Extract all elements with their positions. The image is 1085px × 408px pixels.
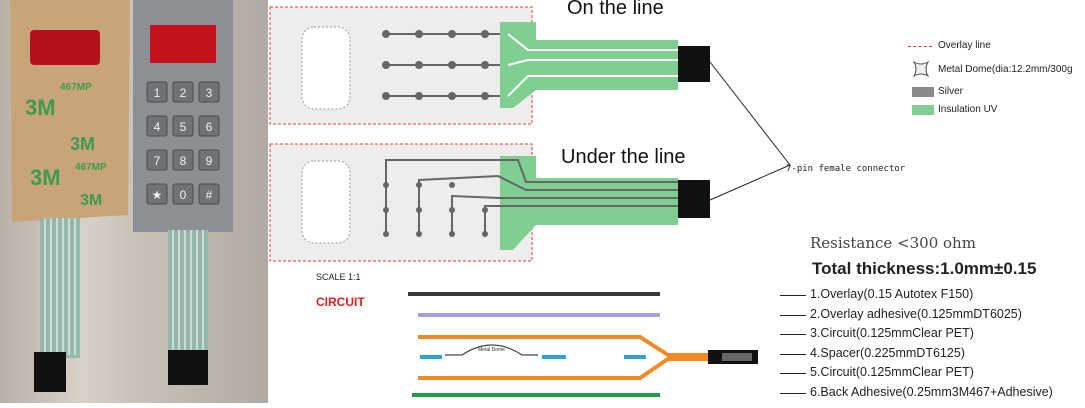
top-insulation-uv: [500, 22, 678, 108]
keypad-key-label: 2: [180, 86, 187, 100]
legend: Overlay line Metal Dome(dia:12.2mm/300g …: [906, 38, 1081, 120]
keypad-key: [198, 81, 220, 103]
adhesive-code-2: 467MP: [75, 162, 107, 173]
keypad-key: [146, 115, 168, 137]
circuit-label: CIRCUIT: [316, 295, 365, 309]
keypad-key: [198, 183, 220, 205]
stack-connector-pins: [722, 353, 752, 361]
layer-detail: (0.15 Autotex F150): [863, 287, 974, 301]
keypad-key-label: 3: [206, 86, 213, 100]
right-connector: [168, 350, 208, 385]
layer-circuit-bottom: [418, 357, 708, 380]
layer-detail: (0.25mm3M467+Adhesive): [902, 384, 1053, 399]
layer-detail: (0.125mmClear PET): [855, 326, 974, 340]
top-title: On the line: [567, 0, 664, 19]
connector-label: 7-pin female connector: [786, 164, 906, 174]
keypad-key: [172, 183, 194, 205]
left-connector: [34, 352, 66, 392]
metal-dome-icon: [912, 60, 930, 78]
adhesive-print-4: 3M: [80, 192, 102, 209]
thickness-prefix: Total thickness:: [812, 259, 941, 278]
insulation-swatch: [912, 105, 934, 115]
layer-detail: (0.125mmDT6025): [917, 306, 1022, 321]
bottom-connector: [678, 180, 710, 218]
keypad-key-label: 5: [180, 120, 187, 134]
layer-leader-line: [780, 314, 806, 316]
layer-label: 4.Spacer(0.225mmDT6125): [810, 345, 965, 360]
layer-leader-line: [780, 353, 806, 355]
layer-label: 2.Overlay adhesive(0.125mmDT6025): [810, 306, 1022, 321]
legend-label: Insulation UV: [938, 104, 998, 115]
metal-dome-label: Metal Dome: [478, 347, 505, 353]
metal-dome-shape: [445, 344, 538, 356]
keypad-key-label: 8: [180, 154, 187, 168]
legend-label: Metal Dome(dia:12.2mm/300g: [938, 64, 1073, 75]
keypad-key: [172, 81, 194, 103]
top-connector: [678, 46, 710, 82]
product-photo-illustration: 3M 3M 3M 3M 467MP 467MP 1 2 3 4 5 6 7 8 9 ★ 0 #: [10, 0, 233, 392]
overlay-line-swatch: [908, 46, 932, 47]
bottom-title: Under the line: [561, 146, 686, 168]
keypad-key: [198, 115, 220, 137]
product-photo: 3M 3M 3M 3M 467MP 467MP 1 2 3 4 5 6 7 8 9 ★ 0 #: [0, 0, 268, 403]
adhesive-code-1: 467MP: [60, 82, 92, 93]
keypad-key-label: #: [206, 188, 213, 202]
bottom-insulation-uv: [500, 156, 678, 250]
bottom-display-cutout: [301, 160, 351, 244]
layer-label: 3.Circuit(0.125mmClear PET): [810, 326, 974, 340]
layer-label: 6.Back Adhesive(0.25mm3M467+Adhesive): [810, 384, 1053, 399]
adhesive-print-1: 3M: [25, 95, 56, 120]
legend-item-metal-dome: Metal Dome(dia:12.2mm/300g: [906, 58, 1081, 84]
left-display-window: [30, 30, 100, 65]
keypad-key-label: 0: [180, 188, 187, 202]
legend-label: Silver: [938, 86, 964, 97]
layer-leader-line: [780, 295, 806, 296]
keypad-key: [172, 115, 194, 137]
layer-detail: (0.125mmClear PET): [855, 365, 974, 379]
layer-stack-diagram: Metal Dome: [408, 292, 758, 397]
keypad-key-label: 7: [154, 154, 161, 168]
circuit-schematics: [269, 6, 791, 262]
total-thickness: Total thickness:1.0mm±0.15: [812, 259, 1036, 279]
keypad-key: [146, 149, 168, 171]
keypad-key-label: 6: [206, 120, 213, 134]
adhesive-print-3: 3M: [30, 165, 61, 190]
layer-leader-line: [780, 373, 806, 374]
keypad-key: [146, 183, 168, 205]
legend-item-silver: Silver: [906, 84, 1081, 102]
layer-label: 5.Circuit(0.125mmClear PET): [810, 365, 974, 379]
keypad-key: [146, 81, 168, 103]
layer-label: 1.Overlay(0.15 Autotex F150): [810, 287, 974, 301]
scale-label: SCALE 1:1: [316, 272, 361, 282]
top-display-cutout: [301, 26, 351, 110]
layer-detail: (0.225mmDT6125): [860, 345, 965, 360]
layer-circuit-top: [418, 335, 708, 357]
legend-item-overlay-line: Overlay line: [906, 38, 1081, 58]
thickness-value: 1.0mm±0.15: [940, 259, 1037, 278]
layer-leader-line: [780, 392, 806, 394]
right-display-window: [150, 25, 216, 63]
adhesive-print-2: 3M: [70, 134, 95, 154]
keypad-key-label: 9: [206, 154, 213, 168]
left-tail: [40, 218, 80, 358]
legend-label: Overlay line: [938, 40, 991, 51]
keypad-key: [198, 149, 220, 171]
resistance-label: Resistance <300 ohm: [810, 234, 976, 252]
keypad-key-label: ★: [152, 188, 163, 202]
legend-item-insulation: Insulation UV: [906, 102, 1081, 120]
silver-swatch: [912, 87, 934, 97]
keypad-key-label: 4: [154, 120, 161, 134]
layer-leader-line: [780, 334, 806, 335]
keypad-key-label: 1: [154, 86, 161, 100]
right-tail: [168, 230, 208, 355]
keypad-keys: 1 2 3 4 5 6 7 8 9 ★ 0 #: [146, 81, 220, 205]
keypad-key: [172, 149, 194, 171]
